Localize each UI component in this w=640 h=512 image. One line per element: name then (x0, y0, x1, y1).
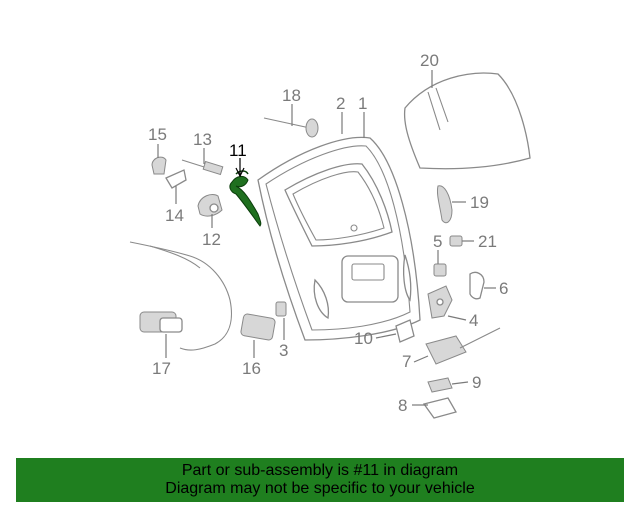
callout-9: 9 (472, 373, 481, 392)
callout-14: 14 (165, 206, 184, 225)
handle-part (425, 327, 501, 365)
stopper-part (433, 263, 447, 277)
highlighted-part-11 (229, 170, 262, 227)
parts-diagram: 20 18 2 1 15 13 11 14 12 19 21 5 6 4 10 … (129, 51, 531, 419)
callout-17: 17 (152, 359, 171, 378)
callout-13: 13 (193, 130, 212, 149)
liftgate-part (257, 136, 421, 341)
info-banner: Part or sub-assembly is #11 in diagram D… (16, 458, 624, 502)
callout-19: 19 (470, 193, 489, 212)
callout-20: 20 (420, 51, 439, 70)
support-strut-part (181, 159, 224, 176)
callout-1: 1 (358, 94, 367, 113)
plate-part (427, 377, 453, 393)
callout-18: 18 (282, 86, 301, 105)
callout-12: 12 (202, 230, 221, 249)
callout-7: 7 (402, 352, 411, 371)
hinge-part (197, 193, 223, 217)
leader-lines (157, 70, 496, 406)
mount-bracket-part (422, 397, 457, 419)
clip-part (449, 235, 463, 247)
callout-2: 2 (336, 94, 345, 113)
release-rod-part (263, 117, 319, 138)
banner-line-1: Part or sub-assembly is #11 in diagram (181, 462, 459, 479)
weatherstrip-part (437, 185, 453, 224)
latch-bracket-part (395, 319, 415, 343)
callout-10: 10 (354, 329, 373, 348)
callout-3: 3 (279, 341, 288, 360)
callout-8: 8 (398, 396, 407, 415)
bumper-part (151, 156, 167, 175)
bracket-part (165, 169, 187, 189)
callout-6: 6 (499, 279, 508, 298)
callout-16: 16 (242, 359, 261, 378)
callout-5: 5 (433, 232, 442, 251)
latch-part (427, 285, 453, 319)
callout-15: 15 (148, 125, 167, 144)
release-cable-part (129, 241, 233, 351)
switch-part (275, 301, 287, 317)
callout-11: 11 (229, 141, 247, 160)
striker-part (469, 271, 485, 300)
rear-glass-part (403, 72, 531, 170)
lock-actuator-part (240, 313, 276, 341)
callout-4: 4 (469, 311, 478, 330)
banner-line-2: Diagram may not be specific to your vehi… (165, 480, 475, 497)
callout-21: 21 (478, 232, 497, 251)
